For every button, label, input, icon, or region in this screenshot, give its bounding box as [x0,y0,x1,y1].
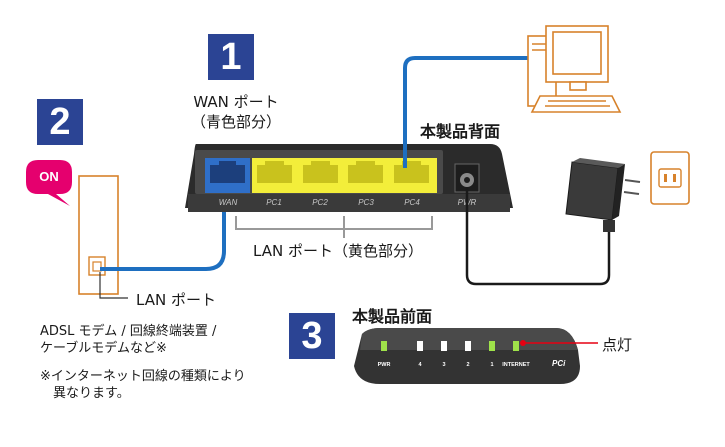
modem-port-pointer [99,272,128,299]
back-label: 本製品背面 [420,122,501,141]
led-label-1: 1 [490,362,493,368]
pc-icon [527,25,622,113]
led-2 [465,341,471,351]
led-1 [489,341,495,351]
modem-note: ADSL モデム / 回線終端装置 / ケーブルモデムなど※ [40,323,216,357]
led-4 [417,341,423,351]
modem-lan-port-label: LAN ポート [136,291,216,309]
step-badge-2: 2 [37,99,83,145]
port-label-pc2: PC2 [312,198,328,207]
wan-port-label-line1: WAN ポート [193,93,279,111]
port-label-pc1: PC1 [266,198,282,207]
on-badge-shape [26,160,72,206]
step-badge-3: 3 [289,313,335,359]
lan-cable [403,56,528,168]
wan-port-label: WAN ポート （青色部分） [181,92,291,132]
led-label-internet: INTERNET [502,362,530,368]
footnote: ※インターネット回線の種類により 異なります。 [40,368,246,402]
front-label: 本製品前面 [352,307,433,326]
step-badge-1: 1 [208,34,254,80]
led-internet [513,341,519,351]
router-logo: PCi [552,359,566,368]
lit-label: 点灯 [602,336,633,354]
wan-cable [100,186,226,271]
footnote-line2: 異なります。 [40,386,130,401]
port-label-pc4: PC4 [404,198,420,207]
modem-note-line1: ADSL モデム / 回線終端装置 / [40,324,217,339]
led-label-2: 2 [466,362,469,368]
led-label-4: 4 [418,362,422,368]
modem-note-line2: ケーブルモデムなど※ [40,341,167,356]
led-label-pwr: PWR [378,362,391,368]
modem-lan-port [88,256,106,276]
lan-port-yellow-label: LAN ポート（黄色部分） [253,242,423,260]
power-cable [465,187,611,286]
port-label-pc3: PC3 [358,198,374,207]
wan-port-label-line2: （青色部分） [190,113,281,131]
footnote-line1: ※インターネット回線の種類により [40,369,246,384]
led-label-3: 3 [442,362,445,368]
led-pwr [381,341,387,351]
modem-outline [78,175,119,295]
ac-adapter [565,161,619,221]
port-label-wan: WAN [219,198,238,207]
led-3 [441,341,447,351]
on-badge: ON [26,160,72,198]
on-label: ON [39,169,59,184]
